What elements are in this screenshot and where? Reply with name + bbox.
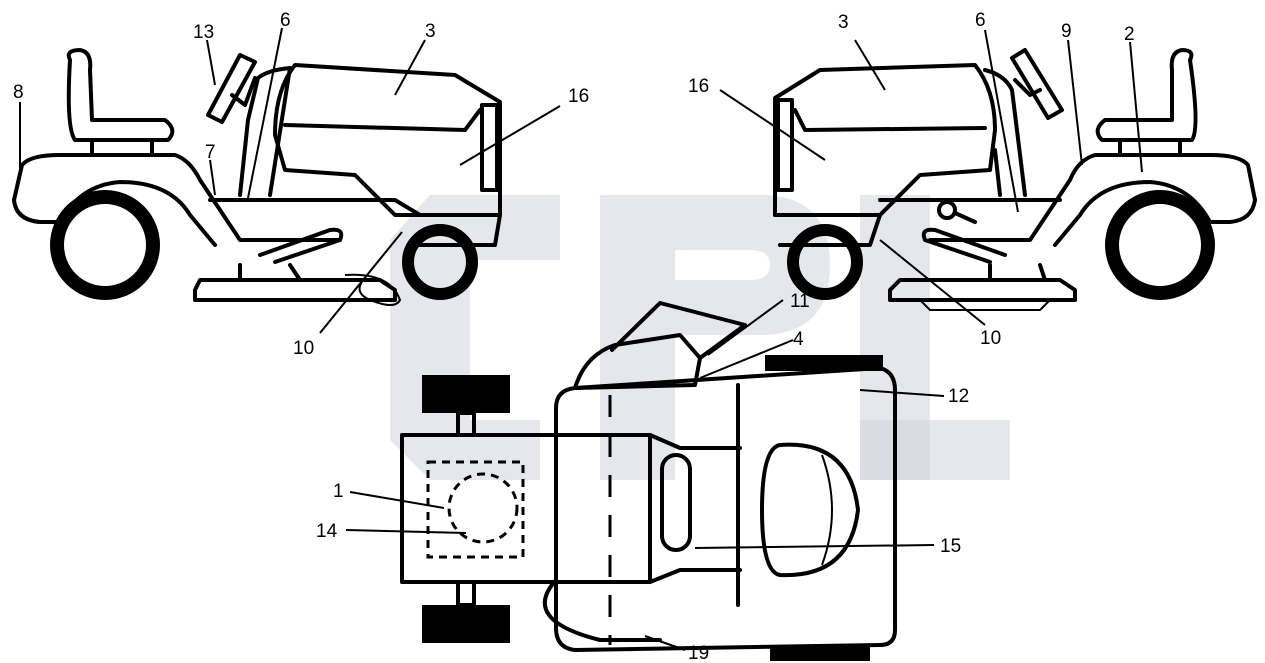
right-seat-base	[1118, 138, 1182, 157]
callout-top-19: 19	[688, 643, 709, 663]
right-mower-deck	[888, 278, 1077, 302]
right-fender-inner	[1053, 180, 1257, 247]
callout-left-6: 6	[280, 10, 291, 31]
right-seat	[1095, 48, 1198, 142]
right-pedal	[921, 227, 1007, 264]
left-rear-wheel-outer	[50, 190, 160, 300]
left-pedal	[258, 227, 344, 264]
right-body-lower	[773, 198, 1062, 247]
top-engine-circle	[447, 472, 519, 544]
callout-right-16: 16	[688, 76, 709, 97]
right-deck-hanger	[988, 263, 1047, 282]
left-side-tractor	[12, 48, 502, 306]
left-hood	[273, 63, 502, 217]
top-hood-tapered	[648, 433, 742, 584]
left-dash	[238, 66, 292, 197]
left-seat	[66, 48, 175, 142]
top-front-tire-lower	[770, 645, 870, 661]
callout-left-3: 3	[425, 21, 436, 42]
callout-right-6: 6	[975, 10, 986, 31]
top-seat-curve	[821, 454, 833, 566]
right-dash	[983, 68, 1027, 197]
left-body-lower	[208, 198, 502, 247]
top-body	[554, 366, 897, 652]
top-rear-tire-upper	[422, 375, 510, 413]
right-lever	[953, 211, 977, 224]
right-steering-column	[1013, 78, 1042, 97]
top-deck-hose	[542, 578, 662, 642]
left-hood-line	[283, 108, 482, 132]
top-chute-flap	[610, 301, 747, 360]
left-fender-inner	[12, 180, 217, 247]
left-rear-fender	[12, 153, 342, 242]
callout-top-15: 15	[940, 536, 961, 557]
callout-right-2: 2	[1124, 24, 1135, 45]
callout-labels: 13 6 3 8 7 16 10 3 6 9 2 16 10 11 4 12 1…	[13, 10, 1135, 663]
top-chute	[573, 333, 702, 390]
leader-lines	[19, 27, 1143, 651]
left-steering-wheel	[206, 53, 257, 124]
callout-left-7: 7	[205, 142, 216, 163]
left-deck-hanger	[238, 263, 302, 282]
left-seat-base	[90, 138, 154, 157]
top-seat	[760, 442, 860, 578]
right-steering-wheel	[1010, 48, 1064, 120]
callout-left-10: 10	[293, 338, 314, 359]
callout-top-12: 12	[948, 386, 969, 407]
left-front-wheel-outer	[402, 224, 478, 300]
left-grille	[480, 103, 499, 192]
callout-top-11: 11	[790, 291, 810, 312]
right-hood-line	[793, 108, 987, 132]
callout-right-3: 3	[838, 12, 849, 33]
callout-right-10: 10	[980, 328, 1001, 349]
right-hood	[773, 63, 997, 217]
right-rear-fender	[928, 153, 1257, 242]
top-dash-panel	[660, 453, 692, 552]
callout-top-1: 1	[333, 481, 344, 502]
callout-top-14: 14	[316, 521, 338, 542]
callout-top-4: 4	[793, 329, 804, 350]
callout-left-13: 13	[193, 22, 214, 43]
right-deck-underside	[919, 299, 1051, 311]
callout-left-16: 16	[568, 86, 589, 107]
left-deck-cable	[344, 273, 402, 306]
right-lever-knob	[937, 200, 957, 220]
right-rear-wheel-outer	[1105, 190, 1215, 300]
callout-left-8: 8	[13, 82, 24, 103]
top-engine-outline	[426, 460, 525, 559]
right-side-tractor	[773, 48, 1257, 311]
top-engine-cover	[400, 433, 652, 584]
top-rear-axle-lower	[456, 580, 476, 607]
right-front-wheel-outer	[787, 224, 863, 300]
top-front-tire-upper	[765, 355, 883, 371]
callout-right-9: 9	[1061, 21, 1072, 42]
top-rear-tire-lower	[422, 605, 510, 643]
right-grille	[776, 98, 794, 192]
left-steering-column	[230, 76, 257, 107]
watermark-logo	[390, 195, 1010, 480]
top-view-tractor	[400, 301, 897, 661]
